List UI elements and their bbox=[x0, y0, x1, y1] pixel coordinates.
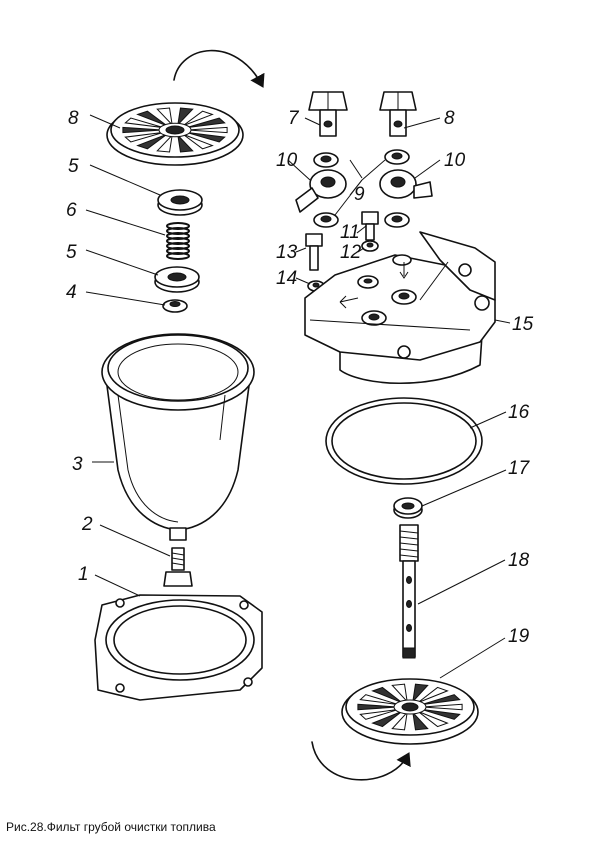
rotation-arrow-top bbox=[173, 49, 265, 88]
small-ring bbox=[162, 299, 188, 313]
washer-upper bbox=[157, 189, 203, 216]
washer-12 bbox=[361, 240, 379, 252]
bolt-13 bbox=[305, 233, 323, 271]
label-8-left: 7 bbox=[288, 108, 300, 129]
sealing-washers bbox=[313, 149, 410, 228]
rotation-arrow-bottom bbox=[311, 741, 411, 781]
clamp-ring bbox=[94, 594, 263, 701]
label-9: 9 bbox=[354, 184, 365, 205]
label-8-right: 8 bbox=[444, 108, 455, 129]
label-15: 15 bbox=[512, 314, 534, 335]
label-17: 17 bbox=[508, 458, 531, 479]
drain-plug bbox=[163, 547, 193, 587]
glass-bowl bbox=[101, 333, 255, 541]
washer-lower bbox=[154, 266, 200, 293]
label-19: 19 bbox=[508, 626, 530, 647]
label-5-lower: 5 bbox=[66, 242, 77, 263]
small-bolt-11 bbox=[361, 211, 379, 241]
small-seal bbox=[393, 497, 423, 519]
label-12: 12 bbox=[340, 242, 362, 263]
label-4: 4 bbox=[66, 282, 77, 303]
banjo-bolt-left bbox=[308, 91, 348, 137]
label-3: 3 bbox=[72, 454, 83, 475]
leader-lines bbox=[85, 114, 511, 679]
label-1: 1 bbox=[78, 564, 89, 585]
label-16: 16 bbox=[508, 402, 530, 423]
label-10-right: 10 bbox=[444, 150, 466, 171]
label-14: 14 bbox=[276, 268, 297, 289]
star-plate-top bbox=[106, 102, 244, 166]
label-7: 8 bbox=[68, 108, 79, 129]
label-13: 13 bbox=[276, 242, 298, 263]
spring bbox=[166, 222, 190, 260]
label-18: 18 bbox=[508, 550, 530, 571]
central-tube bbox=[399, 524, 419, 659]
label-10-left: 10 bbox=[276, 150, 298, 171]
figure-caption: Рис.28.Фильт грубой очистки топлива bbox=[6, 820, 216, 834]
banjo-bolt-right bbox=[379, 91, 417, 137]
o-ring bbox=[325, 397, 483, 485]
label-2: 2 bbox=[81, 514, 93, 535]
part-labels: 8 5 6 5 4 3 2 1 7 8 10 10 9 11 12 13 14 … bbox=[66, 108, 534, 647]
star-plate-bottom bbox=[341, 678, 479, 745]
label-5-upper: 5 bbox=[68, 156, 79, 177]
label-6: 6 bbox=[66, 200, 77, 221]
banjo-fitting-left bbox=[295, 169, 347, 213]
banjo-fitting-right bbox=[379, 169, 433, 199]
filter-housing-cover bbox=[304, 231, 496, 385]
label-11: 11 bbox=[340, 222, 360, 243]
